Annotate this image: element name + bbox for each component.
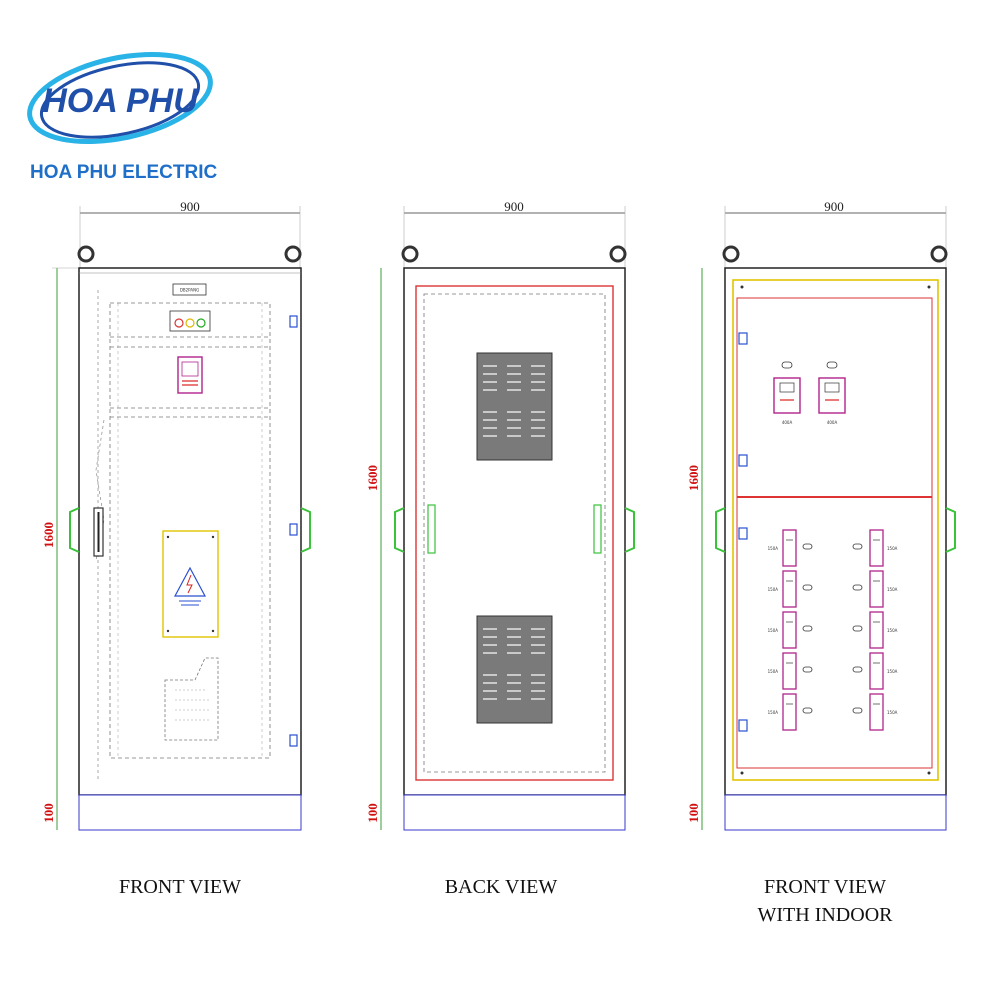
branch-breaker-right-2: 150A bbox=[852, 570, 898, 608]
branch-breaker-left-5: 150A bbox=[768, 693, 813, 731]
indoor-mounting-frame bbox=[732, 279, 939, 781]
indoor-side-handle-left bbox=[715, 507, 726, 553]
nameplate-text: DB2PANG bbox=[180, 288, 199, 293]
main-breaker-1: 400A bbox=[773, 361, 801, 425]
back-base-plinth bbox=[403, 794, 626, 831]
back-side-handle-left bbox=[394, 507, 405, 553]
front-hinge-top bbox=[289, 315, 298, 328]
main-breaker-2-rating: 400A bbox=[827, 420, 838, 425]
branch-breaker-left-4: 150A bbox=[768, 652, 813, 690]
back-vent-lower bbox=[476, 615, 553, 724]
front-base-plinth bbox=[78, 794, 302, 831]
back-inner-handle-right bbox=[593, 504, 602, 554]
back-height-dim: 1600 bbox=[365, 465, 380, 491]
indoor-side-handle-right bbox=[945, 507, 956, 553]
indoor-base-plinth bbox=[724, 794, 947, 831]
front-base-dim: 100 bbox=[41, 803, 56, 823]
logo-text: HOA PHU bbox=[42, 82, 199, 120]
branch-left-2-rating: 150A bbox=[768, 587, 779, 592]
branch-right-5-rating: 150A bbox=[887, 710, 898, 715]
back-base-dim: 100 bbox=[365, 803, 380, 823]
branch-breaker-left-2: 150A bbox=[768, 570, 813, 608]
branch-breaker-left-3: 150A bbox=[768, 611, 813, 649]
indoor-height-dim: 1600 bbox=[686, 465, 701, 491]
branch-left-1-rating: 150A bbox=[768, 546, 779, 551]
indoor-width-dim: 900 bbox=[824, 199, 844, 214]
branch-breaker-left-1: 150A bbox=[768, 529, 813, 567]
back-view: 900 1600 100 bbox=[365, 199, 635, 898]
back-inner-handle-left bbox=[427, 504, 436, 554]
indoor-view-caption-line2: WITH INDOOR bbox=[758, 904, 894, 926]
front-side-handle-left bbox=[69, 507, 80, 553]
back-vent-upper bbox=[476, 352, 553, 461]
indicator-lamp-green bbox=[196, 318, 206, 328]
back-view-caption: BACK VIEW bbox=[445, 876, 558, 898]
cable-entry-outline bbox=[164, 657, 219, 741]
branch-right-4-rating: 150A bbox=[887, 669, 898, 674]
high-voltage-icon bbox=[173, 566, 207, 597]
branch-right-3-rating: 150A bbox=[887, 628, 898, 633]
branch-breaker-right-1: 150A bbox=[852, 529, 898, 567]
indicator-lamp-red bbox=[174, 318, 184, 328]
branch-right-1-rating: 150A bbox=[887, 546, 898, 551]
front-width-dim: 900 bbox=[180, 199, 200, 214]
indoor-view: 900 1600 100 400A bbox=[686, 199, 956, 926]
branch-left-4-rating: 150A bbox=[768, 669, 779, 674]
branch-breaker-right-5: 150A bbox=[852, 693, 898, 731]
front-hinge-middle bbox=[289, 523, 298, 536]
branch-right-2-rating: 150A bbox=[887, 587, 898, 592]
branch-left-5-rating: 150A bbox=[768, 710, 779, 715]
front-view-caption: FRONT VIEW bbox=[119, 876, 241, 898]
branch-left-3-rating: 150A bbox=[768, 628, 779, 633]
branch-breaker-right-3: 150A bbox=[852, 611, 898, 649]
main-breaker-1-rating: 400A bbox=[782, 420, 793, 425]
front-nameplate bbox=[172, 283, 207, 296]
branch-breakers-left: 150A 150A 150A 150A bbox=[768, 529, 813, 731]
indoor-base-dim: 100 bbox=[686, 803, 701, 823]
back-panel-gasket bbox=[415, 285, 614, 781]
company-name: HOA PHU ELECTRIC bbox=[30, 162, 217, 183]
front-view: 900 1600 100 DB2PANG bbox=[41, 199, 311, 898]
front-side-handle-right bbox=[300, 507, 311, 553]
front-hinge-bottom bbox=[289, 734, 298, 747]
front-height-dim: 1600 bbox=[41, 522, 56, 548]
branch-breakers-right: 150A 150A 150A 150A bbox=[852, 529, 898, 731]
indoor-view-caption-line1: FRONT VIEW bbox=[764, 876, 886, 898]
indicator-lamp-yellow bbox=[185, 318, 195, 328]
indoor-cabinet-body bbox=[724, 267, 947, 796]
back-width-dim: 900 bbox=[504, 199, 524, 214]
back-side-handle-right bbox=[624, 507, 635, 553]
hoa-phu-logo: HOA PHU HOA PHU ELECTRIC bbox=[27, 51, 217, 183]
main-breaker-2: 400A bbox=[818, 361, 846, 425]
branch-breaker-right-4: 150A bbox=[852, 652, 898, 690]
